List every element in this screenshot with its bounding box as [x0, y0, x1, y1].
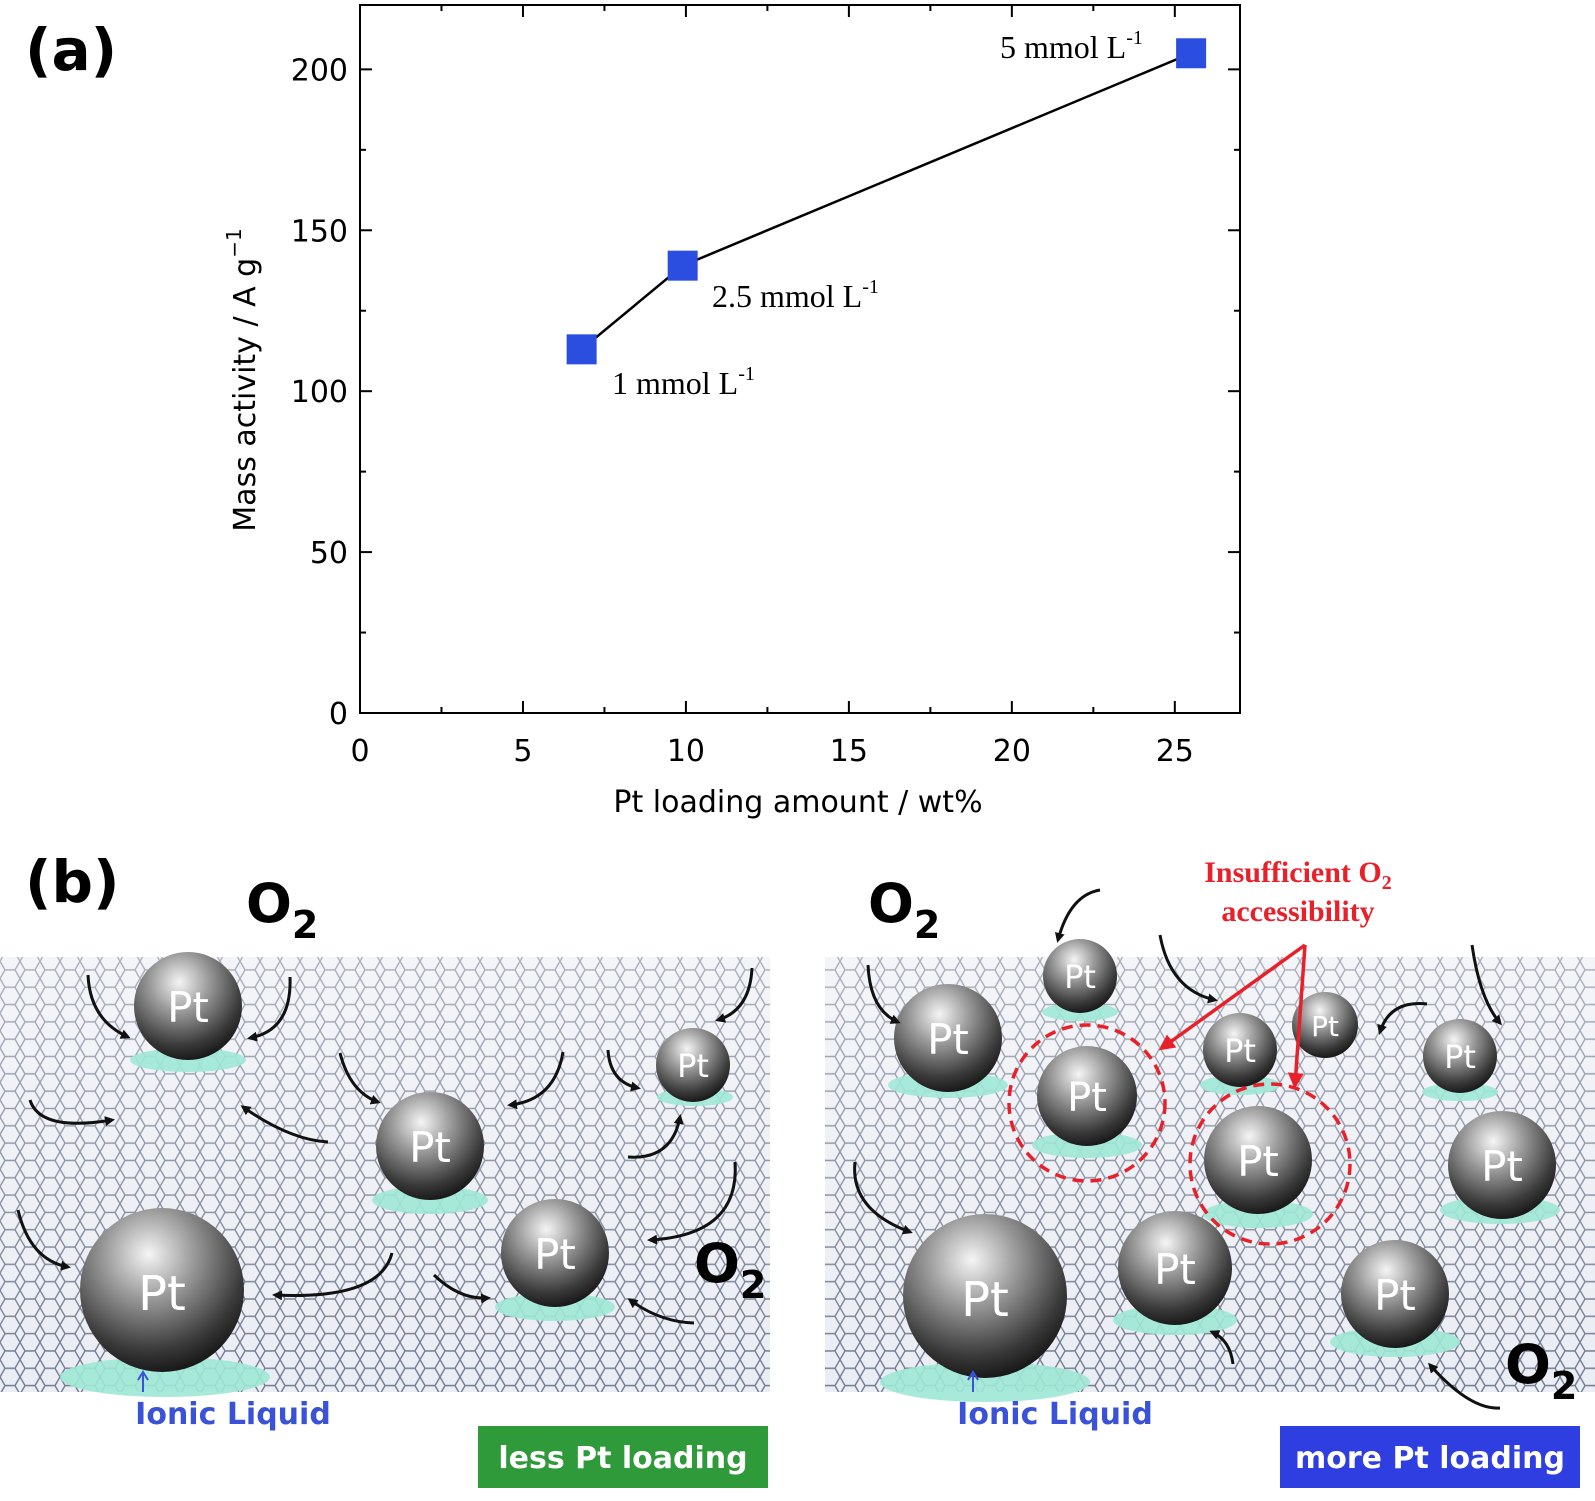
x-tick-label: 5 [513, 734, 532, 769]
more-loading-box [1280, 1426, 1580, 1488]
svg-text:Pt: Pt [1067, 1075, 1107, 1121]
svg-text:Pt: Pt [677, 1047, 709, 1085]
svg-text:Pt: Pt [1154, 1245, 1196, 1294]
pt-particle: Pt [501, 1199, 609, 1307]
highlight-circles [1007, 1023, 1352, 1246]
x-tick-label: 0 [350, 734, 369, 769]
annotation-2-5-mmol-sup: -1 [862, 276, 879, 298]
svg-text:Pt: Pt [1444, 1038, 1476, 1076]
plot-frame [359, 4, 1241, 714]
annotation-5-mmol: 5 mmol L-1 [1000, 27, 1143, 65]
y-axis-label-text: Mass activity / A g [228, 258, 263, 532]
pt-particle: Pt [1423, 1019, 1497, 1093]
pt-particle: Pt [1292, 992, 1358, 1058]
pt-particle: Pt [376, 1092, 484, 1200]
pt-particle: Pt [80, 1208, 244, 1372]
ionic-liquid-pointer-left [137, 1370, 149, 1392]
y-tick-label: 50 [310, 536, 348, 571]
svg-text:Pt: Pt [1224, 1032, 1256, 1070]
o2-label-right-top: O2 [868, 872, 940, 947]
svg-text:Pt: Pt [1481, 1142, 1523, 1191]
svg-text:Pt: Pt [961, 1272, 1009, 1328]
annotation-2-5-mmol: 2.5 mmol L-1 [712, 276, 879, 314]
x-tick-label: 15 [830, 734, 868, 769]
svg-text:Pt: Pt [1064, 958, 1096, 996]
o2-label-left-top: O2 [246, 872, 318, 947]
pt-particle: Pt [1341, 1240, 1449, 1348]
ionic-liquid-label-right: Ionic Liquid [957, 1397, 1153, 1432]
callout-text: Insufficient O2 [1204, 856, 1392, 894]
pt-particle: Pt [1118, 1211, 1232, 1325]
svg-text:Pt: Pt [1237, 1137, 1279, 1186]
x-axis-ticks: 0 5 10 15 20 25 [350, 5, 1194, 769]
pt-particle: Pt [656, 1028, 730, 1102]
pt-particle: Pt [903, 1214, 1067, 1378]
x-tick-label: 25 [1156, 734, 1194, 769]
annotation-5-mmol-sup: -1 [1126, 27, 1143, 49]
series-line [580, 52, 1192, 351]
panel-a-label: (a) [25, 16, 117, 84]
pt-particle: Pt [1204, 1106, 1312, 1214]
callout-text-line2: accessibility [1221, 895, 1374, 928]
svg-text:Pt: Pt [927, 1015, 969, 1064]
y-tick-label: 200 [291, 53, 348, 88]
svg-text:Pt: Pt [1311, 1010, 1339, 1043]
x-axis-label: Pt loading amount / wt% [613, 785, 982, 820]
x-tick-label: 10 [667, 734, 705, 769]
pt-particles-right: Pt Pt Pt Pt Pt Pt [894, 939, 1556, 1378]
ionic-liquid-label-left: Ionic Liquid [135, 1397, 331, 1432]
data-point [566, 334, 597, 365]
annotation-5-mmol-text: 5 mmol L [1000, 29, 1126, 65]
svg-text:Pt: Pt [167, 983, 209, 1032]
annotation-1-mmol: 1 mmol L-1 [612, 363, 755, 401]
svg-text:Pt: Pt [138, 1266, 186, 1322]
less-loading-label: less Pt loading [498, 1441, 747, 1476]
o2-label-left-bottom: O2 [694, 1232, 766, 1307]
o2-label-right-bottom: O2 [1505, 1333, 1577, 1408]
pt-particles-left: Pt Pt Pt Pt Pt [80, 952, 730, 1372]
annotation-1-mmol-sup: -1 [738, 363, 755, 385]
data-point [1176, 38, 1207, 69]
pt-particle: Pt [1043, 939, 1117, 1013]
series-layer [566, 38, 1207, 365]
y-axis-label: Mass activity / A g−1 [222, 228, 263, 531]
pt-particle: Pt [1448, 1111, 1556, 1219]
y-tick-label: 0 [329, 697, 348, 732]
svg-text:Pt: Pt [1374, 1271, 1416, 1320]
pt-particle: Pt [1203, 1013, 1277, 1087]
ionic-liquid-pointer-right [967, 1370, 979, 1392]
y-tick-label: 100 [291, 375, 348, 410]
y-tick-label: 150 [291, 214, 348, 249]
panel-b-label: (b) [25, 848, 120, 916]
pt-particle: Pt [1037, 1046, 1137, 1146]
less-loading-box [478, 1426, 768, 1488]
annotation-1-mmol-text: 1 mmol L [612, 365, 738, 401]
svg-text:Pt: Pt [534, 1230, 576, 1279]
pt-particle: Pt [134, 952, 242, 1060]
more-loading-label: more Pt loading [1295, 1441, 1565, 1476]
pt-particle: Pt [894, 984, 1002, 1092]
o2-flow-arrows-left [16, 967, 754, 1325]
illustration-less-loading: Pt Pt Pt Pt Pt [0, 872, 770, 1488]
y-axis-label-exponent: −1 [222, 228, 246, 257]
annotation-2-5-mmol-text: 2.5 mmol L [712, 278, 862, 314]
x-tick-label: 20 [993, 734, 1031, 769]
svg-text:Pt: Pt [409, 1123, 451, 1172]
data-point [667, 250, 698, 281]
y-axis-ticks: 0 50 100 150 200 [291, 53, 1240, 732]
o2-flow-arrows-right [853, 888, 1502, 1410]
callout-arrows [1158, 943, 1307, 1089]
illustration-more-loading: Pt Pt Pt Pt Pt Pt [825, 856, 1595, 1488]
mass-activity-chart: 0 5 10 15 20 25 0 50 100 150 200 Pt loading amoun… [222, 4, 1241, 820]
